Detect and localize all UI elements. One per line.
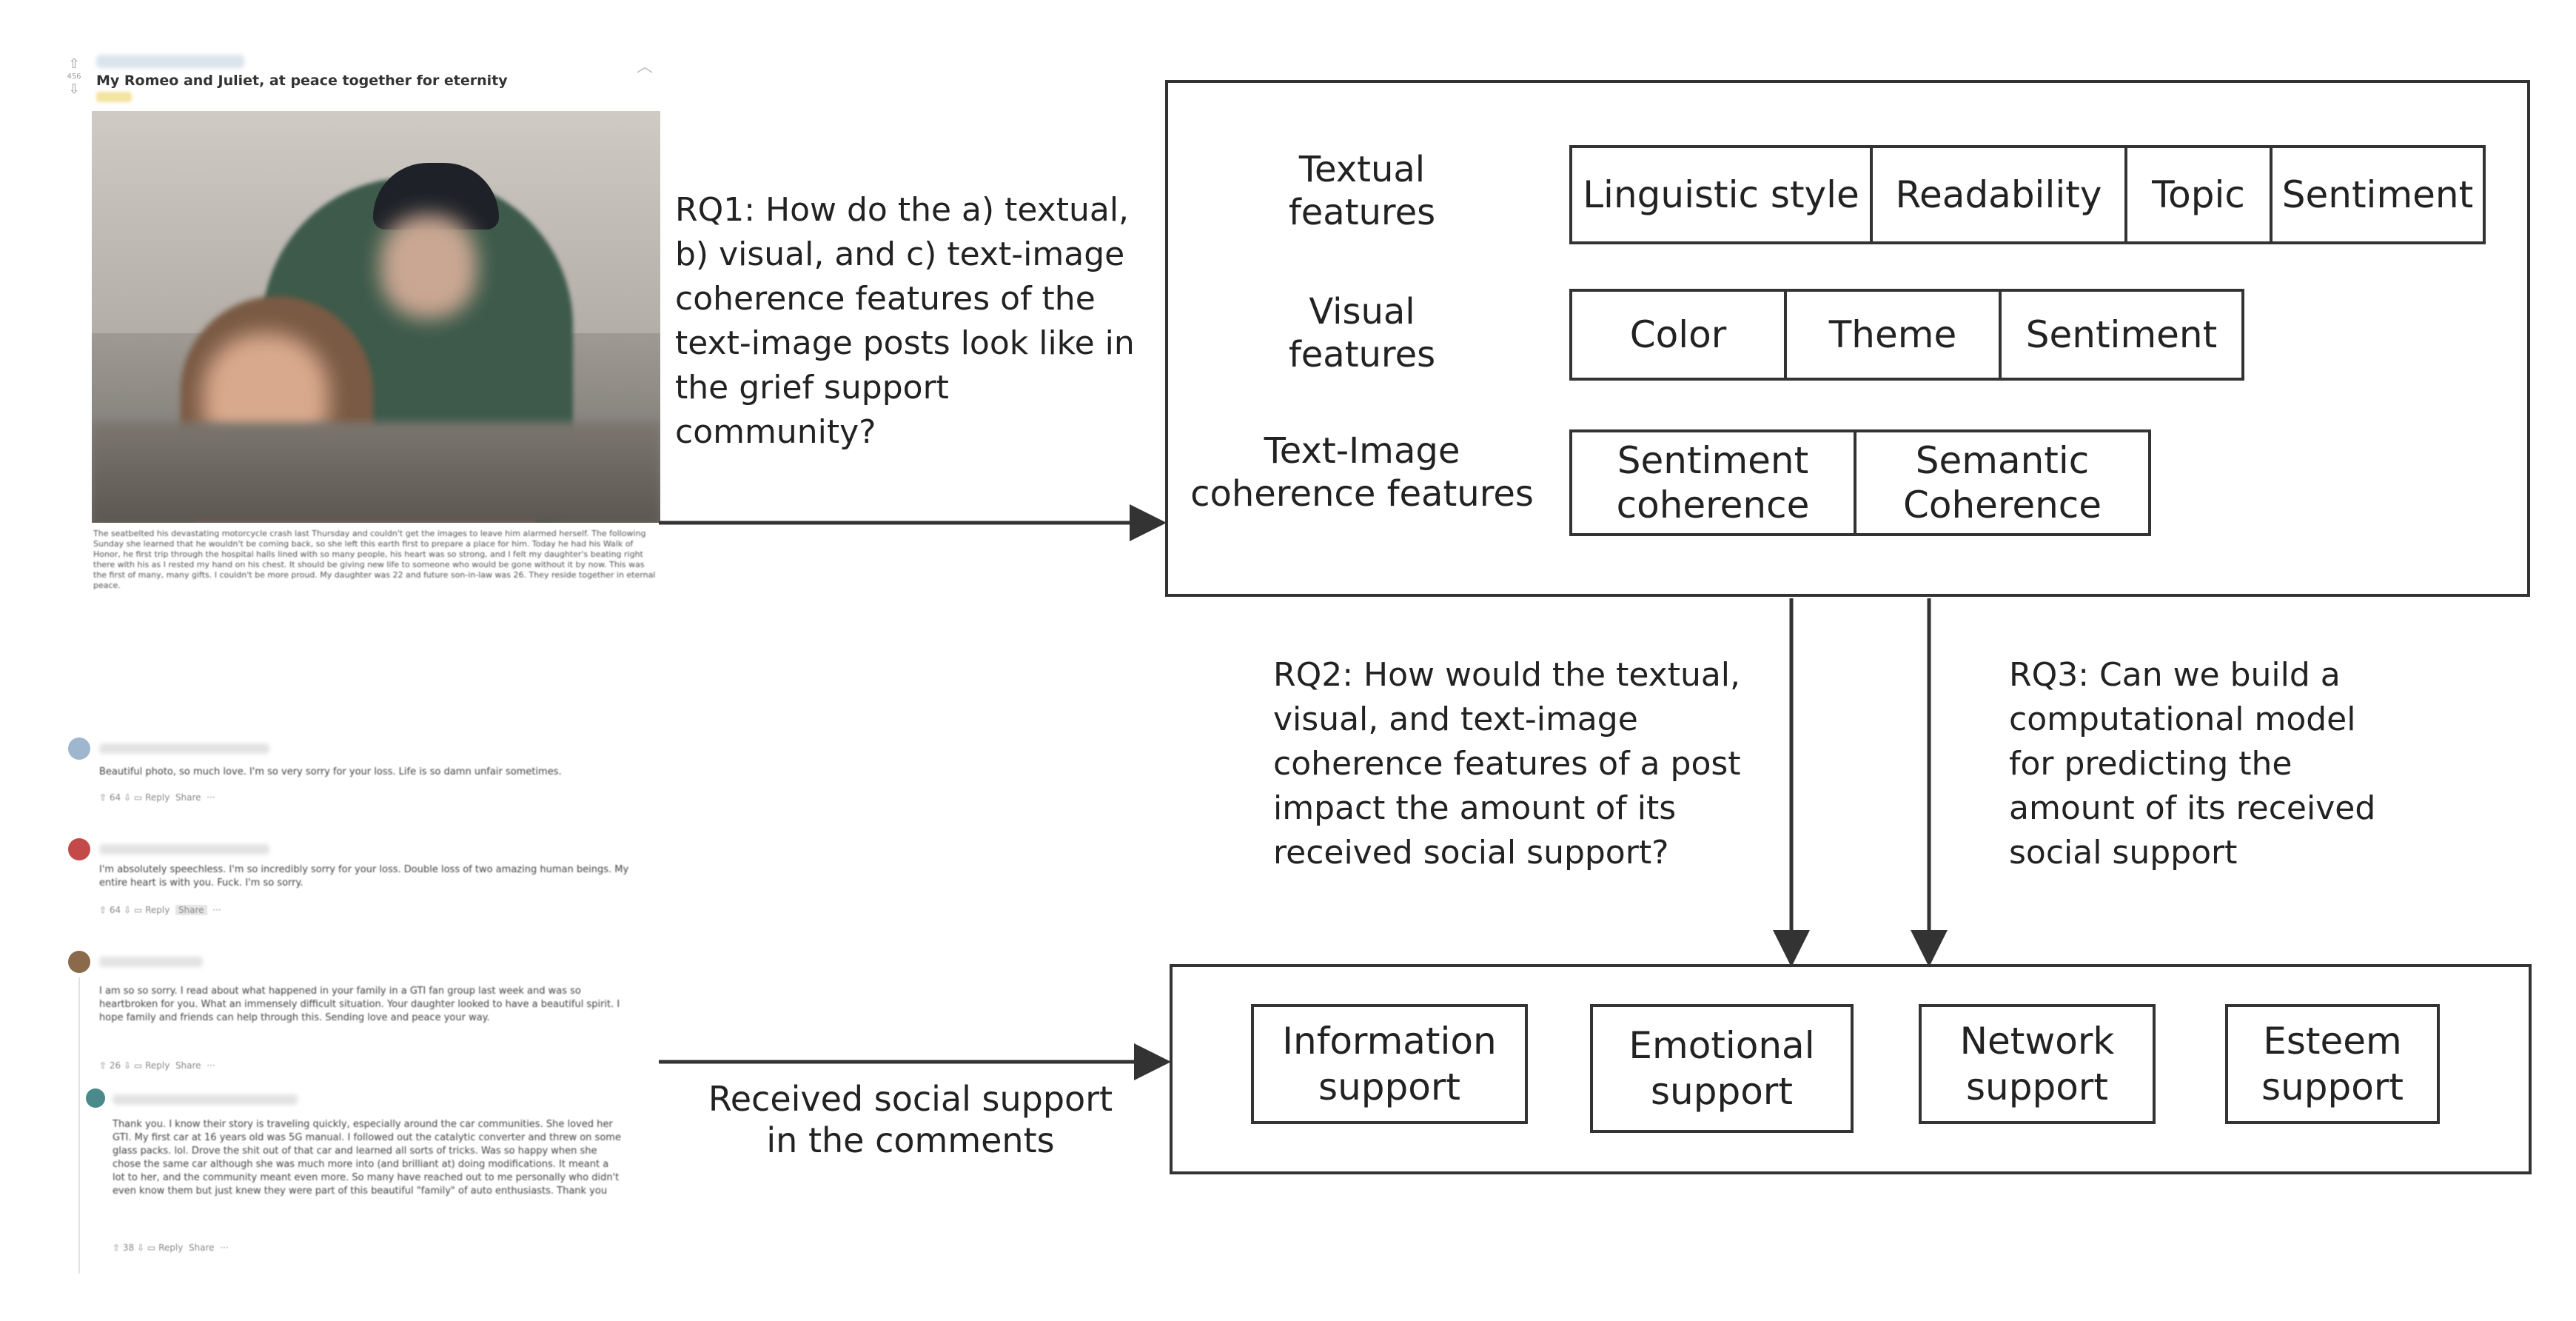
blurred-username (96, 55, 244, 68)
cell-linguistic-style: Linguistic style (1572, 148, 1873, 241)
thread-line[interactable] (78, 977, 80, 1274)
comment-username[interactable] (113, 1094, 298, 1105)
upvote-icon[interactable]: ⇧ (99, 792, 107, 803)
comment-avatar[interactable] (86, 1088, 105, 1108)
post-body-text: The seatbelted his devastating motorcycl… (93, 529, 656, 590)
upvote-icon[interactable]: ⇧ (99, 905, 107, 915)
comment-actions: ⇧ 26 ⇩ ▭ Reply Share ··· (99, 1060, 215, 1071)
comment-text: Beautiful photo, so much love. I'm so ve… (99, 766, 562, 777)
visual-features-row: Color Theme Sentiment (1569, 289, 2244, 381)
reply-button[interactable]: Reply (145, 1060, 170, 1071)
reply-icon[interactable]: ▭ (133, 905, 143, 915)
cell-topic: Topic (2127, 148, 2273, 241)
post-flair (96, 92, 132, 102)
more-icon[interactable]: ··· (212, 905, 221, 915)
features-box (1165, 80, 2530, 597)
downvote-icon[interactable]: ⇩ (68, 81, 80, 97)
comment-text: I'm absolutely speechless. I'm so incred… (99, 864, 629, 889)
vote-count: 64 (109, 792, 121, 803)
vote-column: ⇧ 456 ⇩ (59, 56, 89, 98)
reply-icon[interactable]: ▭ (133, 1060, 143, 1071)
upvote-icon[interactable]: ⇧ (68, 56, 80, 72)
cell-color: Color (1572, 292, 1787, 378)
comment-avatar[interactable] (68, 738, 90, 760)
vote-count: 38 (122, 1243, 135, 1253)
reply-button[interactable]: Reply (145, 905, 170, 915)
comment-actions: ⇧ 64 ⇩ ▭ Reply Share ··· (99, 905, 221, 915)
upvote-icon[interactable]: ⇧ (99, 1060, 107, 1071)
more-icon[interactable]: ··· (207, 1060, 215, 1071)
share-button[interactable]: Share (188, 1243, 215, 1253)
post-photo (92, 111, 660, 523)
more-icon[interactable]: ··· (220, 1243, 229, 1253)
comment-text: Thank you. I know their story is traveli… (113, 1119, 621, 1197)
comment-actions: ⇧ 64 ⇩ ▭ Reply Share ··· (99, 792, 215, 803)
comment-avatar[interactable] (68, 838, 90, 860)
downvote-icon[interactable]: ⇩ (124, 905, 132, 915)
reply-icon[interactable]: ▭ (147, 1243, 156, 1253)
rq1-text: RQ1: How do the a) textual,b) visual, an… (675, 191, 1135, 451)
vote-count: 456 (67, 73, 81, 81)
cell-readability: Readability (1873, 148, 2127, 241)
upvote-icon[interactable]: ⇧ (113, 1243, 121, 1253)
cell-sentiment: Sentiment (2281, 173, 2474, 216)
reply-icon[interactable]: ▭ (133, 792, 143, 803)
share-button[interactable]: Share (175, 905, 207, 915)
comment-actions: ⇧ 38 ⇩ ▭ Reply Share ··· (113, 1243, 229, 1253)
comment-username[interactable] (99, 957, 203, 967)
rq2-text: RQ2: How would the textual,visual, and t… (1273, 656, 1741, 872)
comment-avatar[interactable] (68, 951, 90, 973)
comment-username[interactable] (99, 844, 269, 855)
reply-button[interactable]: Reply (145, 792, 170, 803)
post-title[interactable]: My Romeo and Juliet, at peace together f… (96, 73, 508, 89)
share-button[interactable]: Share (175, 792, 201, 803)
downvote-icon[interactable]: ⇩ (137, 1243, 145, 1253)
comment-username[interactable] (99, 743, 269, 754)
reply-button[interactable]: Reply (158, 1243, 184, 1253)
cell-visual-sentiment: Sentiment (2025, 313, 2218, 356)
collapse-icon[interactable]: ︿ (637, 58, 654, 76)
cell-theme: Theme (1787, 292, 2002, 378)
vote-count: 64 (109, 905, 121, 915)
comment-text: I am so so sorry. I read about what happ… (99, 986, 620, 1023)
more-icon[interactable]: ··· (207, 792, 215, 803)
vote-count: 26 (109, 1060, 121, 1071)
share-button[interactable]: Share (175, 1060, 201, 1071)
textual-features-row: Linguistic style Readability Topic Senti… (1569, 145, 2486, 244)
downvote-icon[interactable]: ⇩ (124, 792, 132, 803)
downvote-icon[interactable]: ⇩ (124, 1060, 132, 1071)
